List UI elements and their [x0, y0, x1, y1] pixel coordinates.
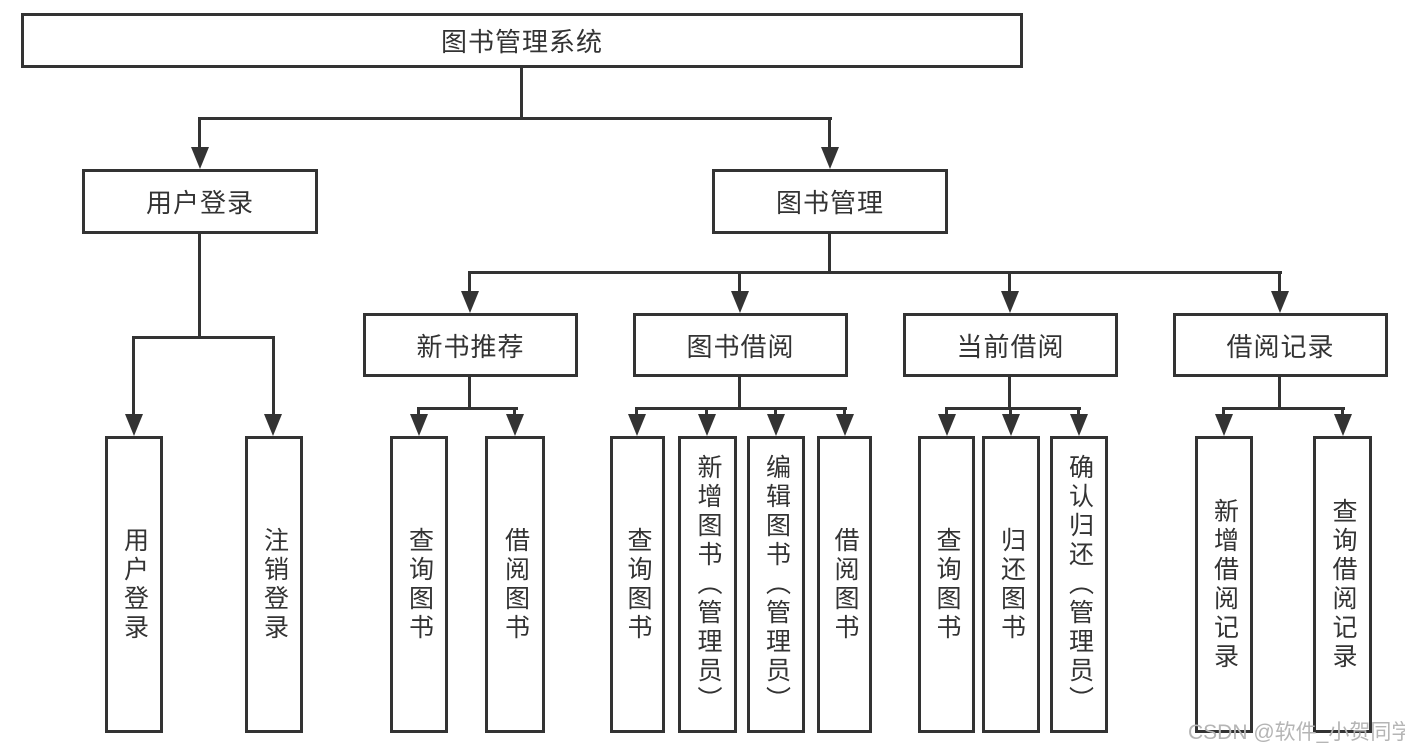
connector-line	[1009, 407, 1012, 416]
connector-line	[774, 407, 777, 416]
leaf-rec-borrow-books-label: 借阅图书	[501, 526, 530, 643]
leaf-rec-query-books: 查询图书	[390, 436, 448, 733]
leaf-cb-confirm-return: 确认归还（管理员）	[1050, 436, 1108, 733]
connector-line	[1341, 407, 1344, 416]
leaf-bb-borrow-books-label: 借阅图书	[831, 526, 859, 643]
arrow-down-icon	[410, 414, 428, 436]
node-current-borrow-label: 当前借阅	[956, 331, 1065, 362]
connector-line	[468, 271, 471, 295]
leaf-bb-add-books-label: 新增图书（管理员）	[694, 454, 722, 715]
node-book-mgmt-label: 图书管理	[775, 188, 884, 218]
node-new-book-rec-label: 新书推荐	[416, 331, 525, 362]
node-new-book-rec: 新书推荐	[363, 313, 578, 377]
connector-line	[635, 407, 847, 410]
leaf-cb-query-books-label: 查询图书	[933, 526, 961, 643]
connector-line	[198, 234, 201, 339]
leaf-bb-edit-books-label: 编辑图书（管理员）	[762, 454, 791, 715]
leaf-bb-query-books: 查询图书	[610, 436, 665, 733]
connector-line	[828, 234, 831, 274]
connector-line	[635, 407, 638, 416]
node-book-mgmt: 图书管理	[712, 169, 948, 234]
leaf-cb-query-books: 查询图书	[918, 436, 975, 733]
node-current-borrow: 当前借阅	[903, 313, 1118, 377]
leaf-cb-return-books-label: 归还图书	[997, 526, 1026, 643]
leaf-br-add-record-label: 新增借阅记录	[1210, 497, 1239, 672]
arrow-down-icon	[1215, 414, 1233, 436]
connector-line	[513, 407, 516, 416]
arrow-down-icon	[767, 414, 785, 436]
connector-line	[417, 407, 420, 416]
connector-line	[520, 68, 523, 120]
arrow-down-icon	[1070, 414, 1088, 436]
node-book-borrow: 图书借阅	[633, 313, 848, 377]
leaf-br-query-record-label: 查询借阅记录	[1329, 497, 1357, 672]
leaf-bb-borrow-books: 借阅图书	[817, 436, 872, 733]
leaf-cb-return-books: 归还图书	[982, 436, 1040, 733]
node-root-label: 图书管理系统	[440, 27, 603, 57]
connector-line	[1008, 271, 1011, 295]
node-user-login-label: 用户登录	[145, 188, 254, 218]
arrow-down-icon	[938, 414, 956, 436]
node-borrow-records-label: 借阅记录	[1226, 331, 1335, 362]
arrow-down-icon	[191, 147, 209, 169]
node-user-login: 用户登录	[82, 169, 318, 234]
connector-line	[945, 407, 948, 416]
leaf-logout-label: 注销登录	[260, 526, 289, 643]
connector-line	[198, 117, 832, 120]
connector-line	[1222, 407, 1225, 416]
connector-line	[945, 407, 1081, 410]
leaf-user-login: 用户登录	[105, 436, 163, 733]
leaf-rec-query-books-label: 查询图书	[405, 526, 434, 643]
connector-line	[705, 407, 708, 416]
leaf-logout: 注销登录	[245, 436, 303, 733]
connector-line	[843, 407, 846, 416]
connector-line	[272, 336, 275, 418]
arrow-down-icon	[125, 414, 143, 436]
leaf-bb-query-books-label: 查询图书	[624, 526, 652, 643]
arrow-down-icon	[731, 291, 749, 313]
connector-line	[1278, 271, 1281, 295]
node-root: 图书管理系统	[21, 13, 1023, 68]
node-book-borrow-label: 图书借阅	[686, 331, 795, 362]
leaf-user-login-label: 用户登录	[120, 526, 149, 643]
arrow-down-icon	[1001, 291, 1019, 313]
connector-line	[738, 377, 741, 409]
connector-line	[828, 117, 831, 151]
connector-line	[417, 407, 518, 410]
node-borrow-records: 借阅记录	[1173, 313, 1388, 377]
connector-line	[1077, 407, 1080, 416]
connector-line	[468, 271, 1282, 274]
leaf-br-query-record: 查询借阅记录	[1313, 436, 1372, 733]
watermark: CSDN @软件_小贺同学	[1188, 721, 1405, 744]
leaf-bb-add-books: 新增图书（管理员）	[678, 436, 737, 733]
connector-line	[1222, 407, 1345, 410]
arrow-down-icon	[836, 414, 854, 436]
connector-line	[1278, 377, 1281, 409]
leaf-rec-borrow-books: 借阅图书	[485, 436, 545, 733]
connector-line	[198, 117, 201, 151]
connector-line	[1008, 377, 1011, 409]
connector-line	[738, 271, 741, 295]
arrow-down-icon	[264, 414, 282, 436]
connector-line	[468, 377, 471, 409]
arrow-down-icon	[1002, 414, 1020, 436]
arrow-down-icon	[698, 414, 716, 436]
leaf-cb-confirm-return-label: 确认归还（管理员）	[1065, 454, 1094, 715]
arrow-down-icon	[821, 147, 839, 169]
leaf-bb-edit-books: 编辑图书（管理员）	[747, 436, 805, 733]
arrow-down-icon	[1271, 291, 1289, 313]
arrow-down-icon	[628, 414, 646, 436]
arrow-down-icon	[461, 291, 479, 313]
connector-line	[132, 336, 135, 418]
connector-line	[132, 336, 275, 339]
arrow-down-icon	[506, 414, 524, 436]
leaf-br-add-record: 新增借阅记录	[1195, 436, 1253, 733]
arrow-down-icon	[1334, 414, 1352, 436]
